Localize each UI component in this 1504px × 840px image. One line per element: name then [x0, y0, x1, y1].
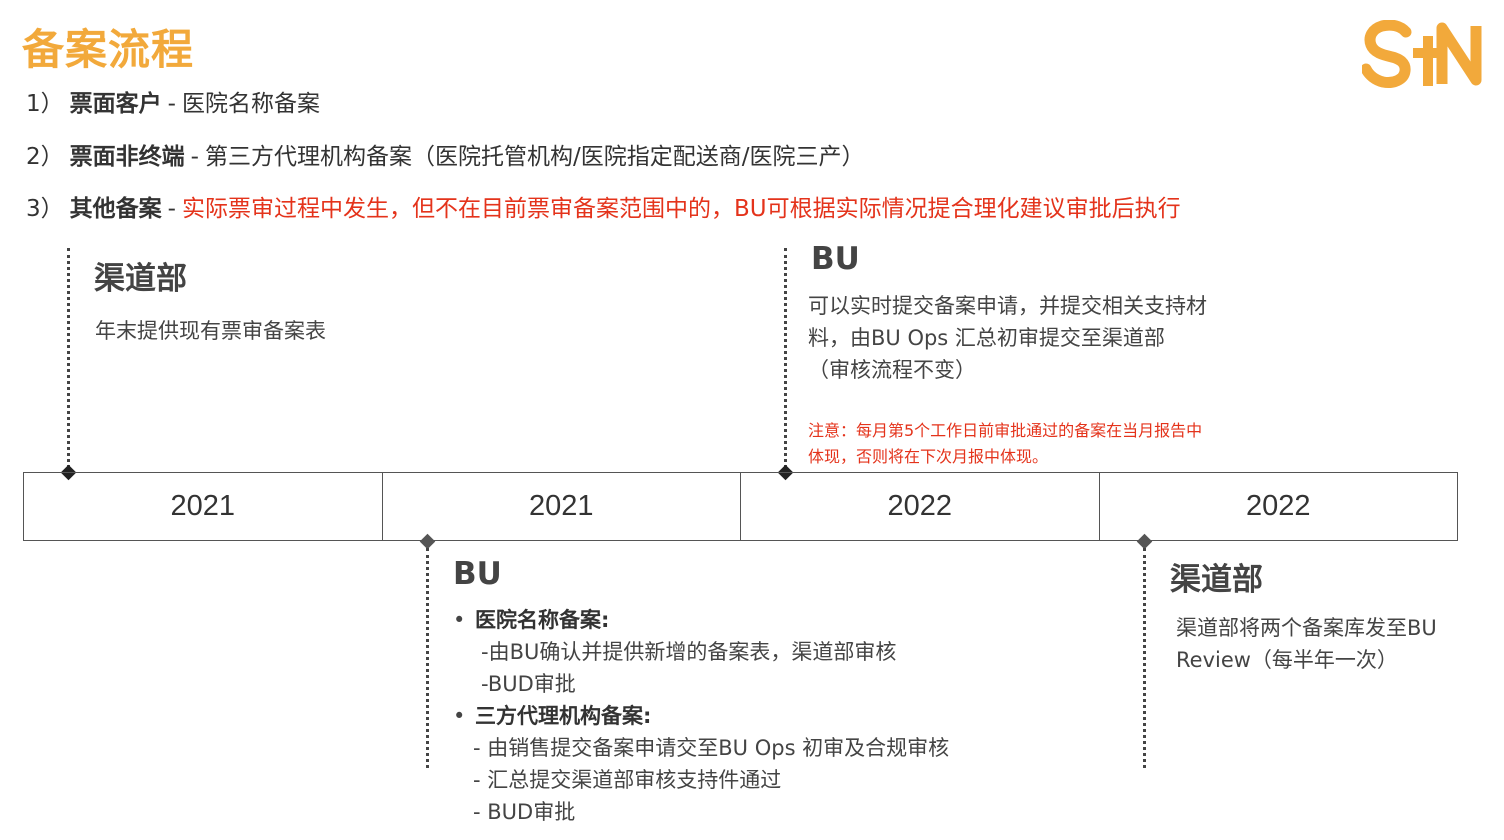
event-4-line: Review（每半年一次） — [1176, 648, 1398, 672]
event-2-heading: BU — [811, 241, 860, 277]
rule-highlight-text: 实际票审过程中发生，但不在目前票审备案范围中的，BU可根据实际情况提合理化建议审… — [181, 196, 1181, 222]
bullet-title: 医院名称备案: — [475, 608, 610, 632]
rule-label: 其他备案 — [69, 196, 162, 222]
event-3-body: • 医院名称备案: -由BU确认并提供新增的备案表，渠道部审核 -BUD审批 • 三… — [453, 604, 949, 828]
event-2-line: （审核流程不变） — [808, 358, 976, 382]
rule-text: 医院名称备案 — [181, 91, 320, 117]
rule-separator: - — [190, 144, 199, 170]
rule-separator: - — [167, 196, 176, 222]
connector-line-3 — [426, 548, 429, 768]
rule-separator: - — [167, 91, 176, 117]
event-4-line: 渠道部将两个备案库发至BU — [1176, 616, 1437, 640]
event-1-heading: 渠道部 — [94, 261, 187, 297]
event-2-line: 料，由BU Ops 汇总初审提交至渠道部 — [808, 326, 1165, 350]
event-3-bullet: • 三方代理机构备案: — [453, 700, 949, 732]
rule-number: 1） — [26, 91, 64, 117]
timeline-year: 2021 — [383, 473, 741, 540]
event-2-note-line: 注意：每月第5个工作日前审批通过的备案在当月报告中 — [808, 421, 1203, 440]
rule-2: 2）票面非终端-第三方代理机构备案（医院托管机构/医院指定配送商/医院三产） — [26, 137, 864, 171]
connector-line-1 — [67, 248, 70, 468]
company-logo — [1362, 20, 1482, 88]
rule-number: 2） — [26, 144, 64, 170]
rule-label: 票面非终端 — [69, 144, 185, 170]
timeline-bar: 2021 2021 2022 2022 — [23, 472, 1458, 541]
bullet-title: 三方代理机构备案: — [475, 704, 652, 728]
event-4-heading: 渠道部 — [1170, 562, 1263, 598]
rule-label: 票面客户 — [69, 91, 162, 117]
event-3-subitem: -由BU确认并提供新增的备案表，渠道部审核 — [481, 640, 897, 664]
rule-3: 3）其他备案-实际票审过程中发生，但不在目前票审备案范围中的，BU可根据实际情况… — [26, 189, 1181, 223]
timeline-year: 2022 — [1245, 490, 1311, 522]
timeline-year: 2022 — [741, 473, 1100, 540]
event-3-heading: BU — [453, 556, 502, 592]
rule-text: 第三方代理机构备案（医院托管机构/医院指定配送商/医院三产） — [204, 144, 865, 170]
event-3-subitem: - 汇总提交渠道部审核支持件通过 — [473, 768, 782, 792]
event-2-line: 可以实时提交备案申请，并提交相关支持材 — [808, 294, 1207, 318]
event-2-body: 可以实时提交备案申请，并提交相关支持材 料，由BU Ops 汇总初审提交至渠道部… — [808, 290, 1207, 386]
event-3-subitem: -BUD审批 — [481, 672, 576, 696]
event-3-subitem: - BUD审批 — [473, 800, 576, 824]
event-2-note: 注意：每月第5个工作日前审批通过的备案在当月报告中 体现，否则将在下次月报中体现… — [808, 418, 1202, 470]
rule-1: 1）票面客户-医院名称备案 — [26, 84, 320, 118]
connector-line-2 — [784, 248, 787, 468]
event-4-body: 渠道部将两个备案库发至BU Review（每半年一次） — [1176, 612, 1437, 676]
page-title: 备案流程 — [22, 25, 195, 74]
event-1-text: 年末提供现有票审备案表 — [95, 319, 326, 343]
event-3-subitem: - 由销售提交备案申请交至BU Ops 初审及合规审核 — [473, 736, 950, 760]
connector-line-4 — [1143, 548, 1146, 768]
event-3-bullet: • 医院名称备案: — [453, 604, 949, 636]
rule-number: 3） — [26, 196, 64, 222]
event-2-note-line: 体现，否则将在下次月报中体现。 — [808, 447, 1049, 466]
bullet-dot-icon: • — [453, 704, 466, 728]
bullet-dot-icon: • — [453, 608, 466, 632]
timeline-year: 2021 — [24, 473, 383, 540]
